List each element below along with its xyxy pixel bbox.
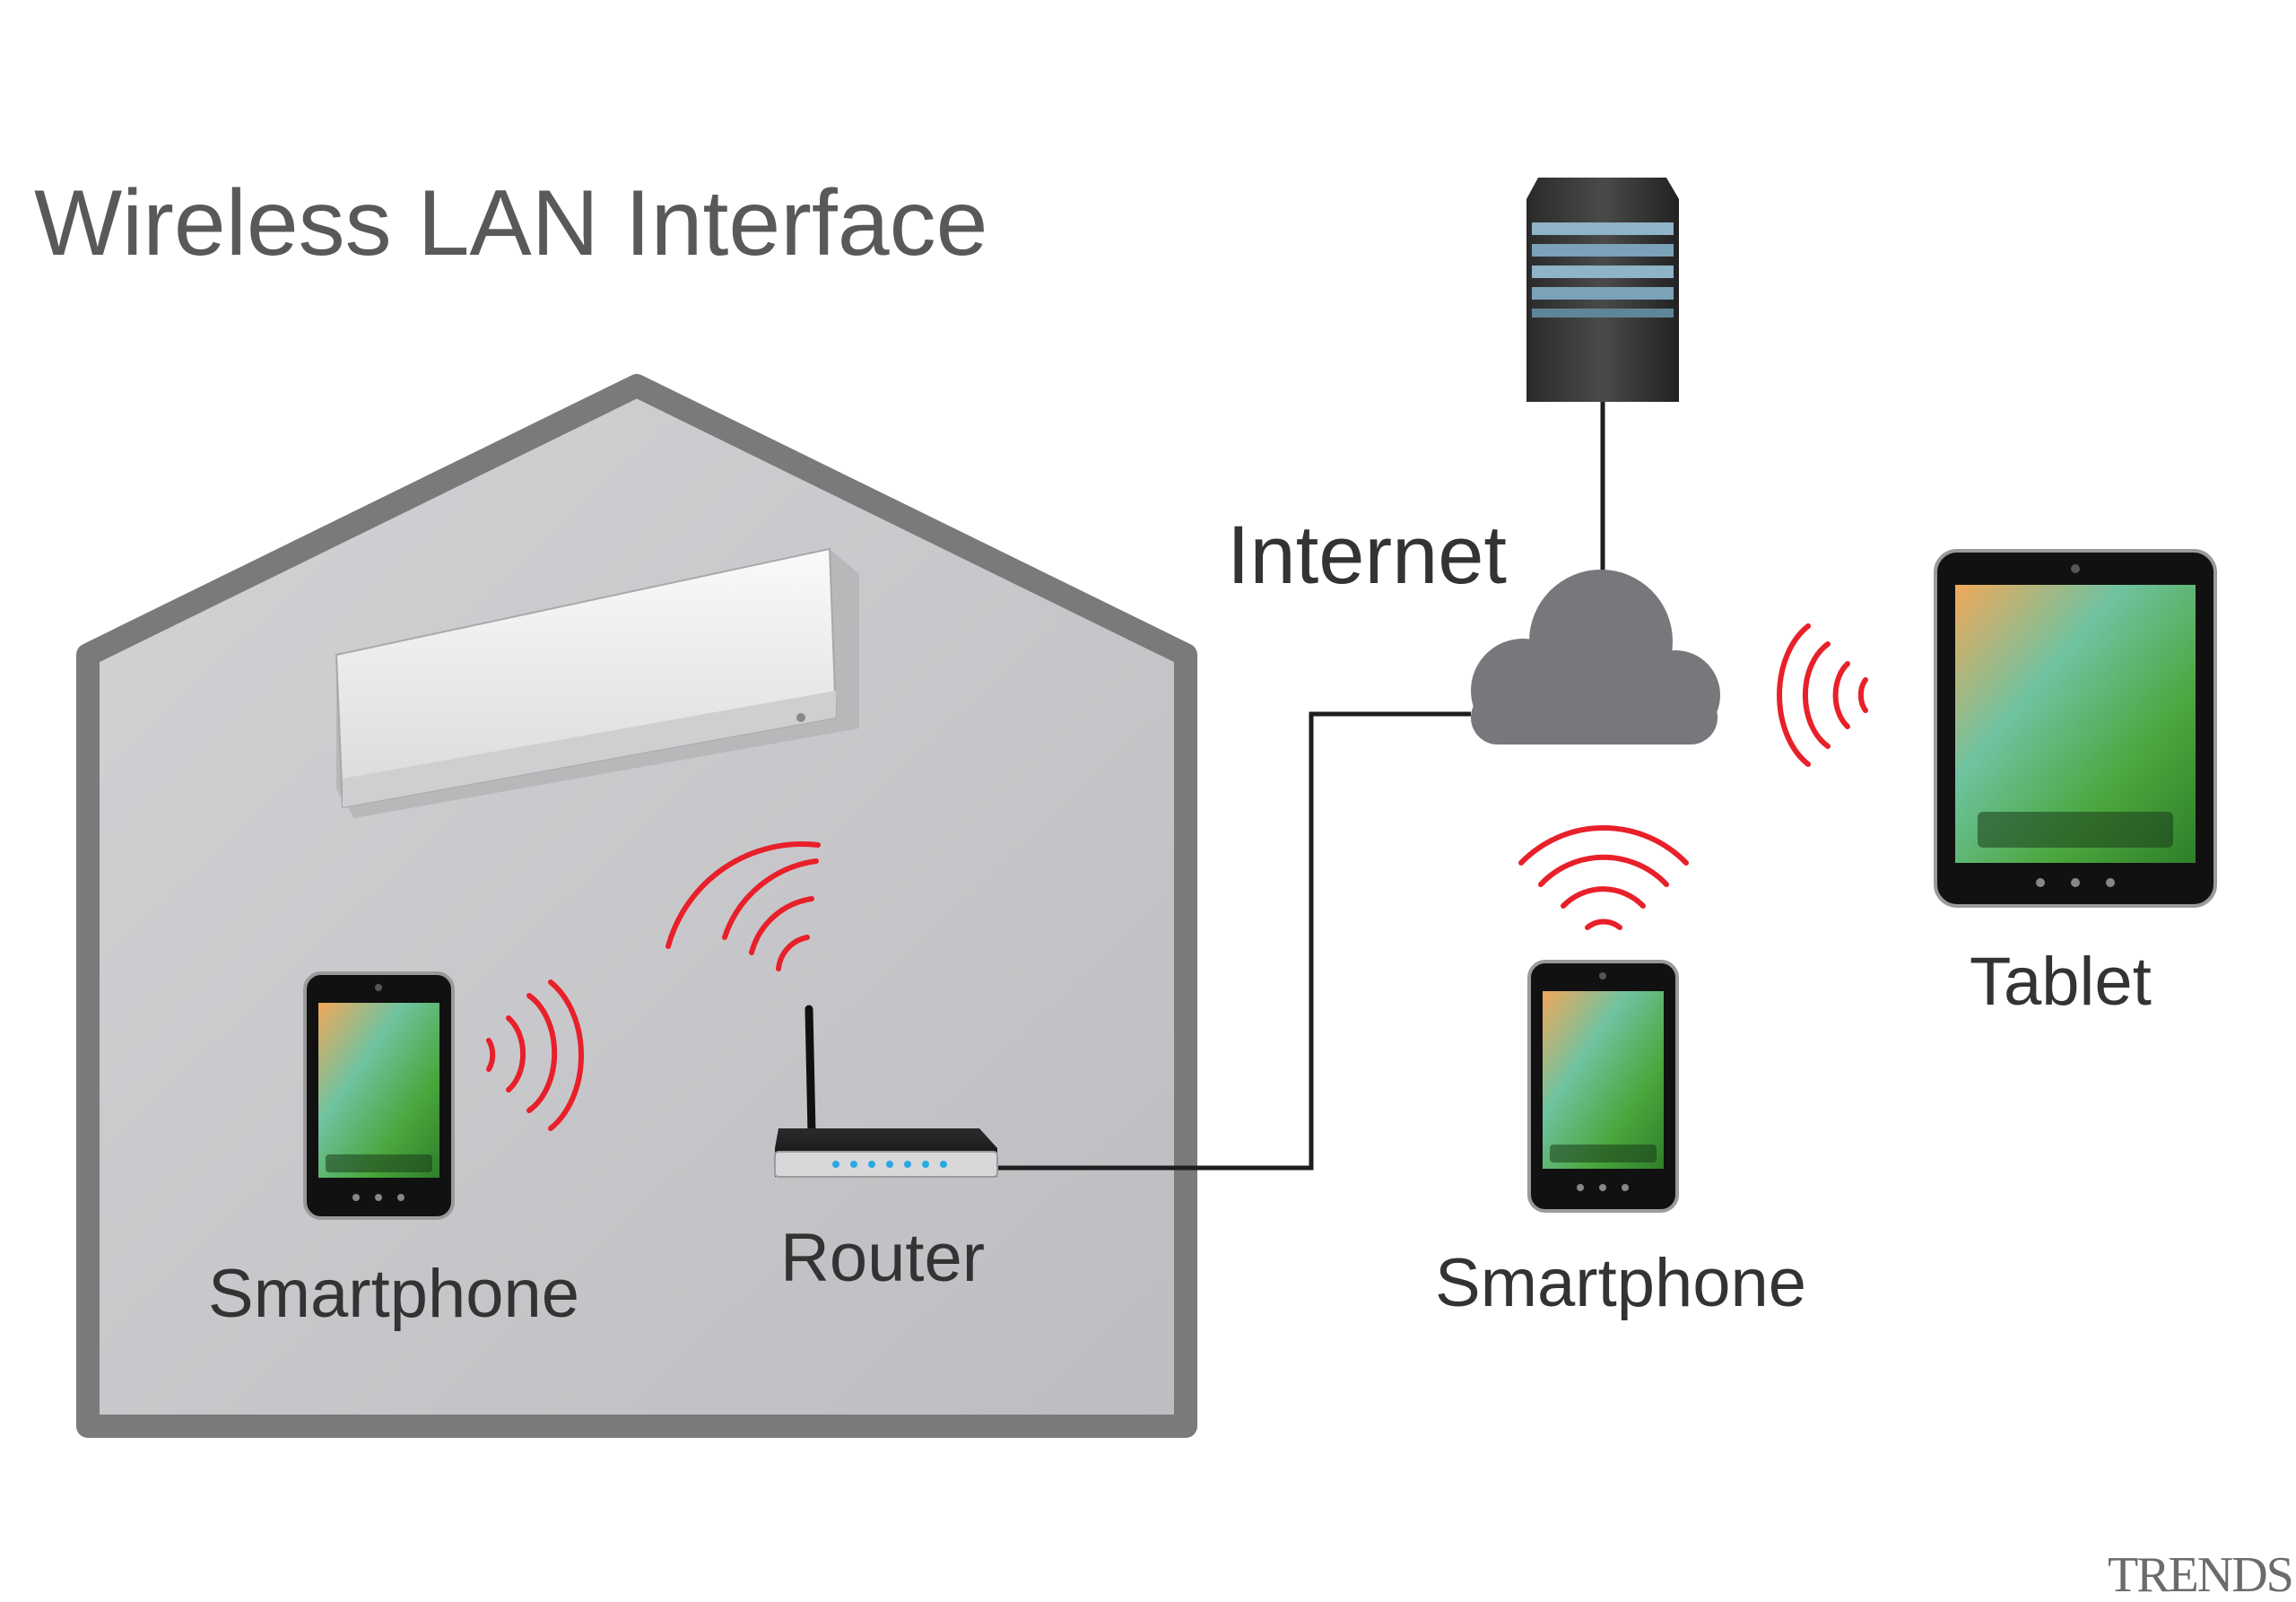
air-conditioner-icon bbox=[335, 547, 859, 818]
diagram-title: Wireless LAN Interface bbox=[34, 171, 987, 275]
home-smartphone-wifi-signal-icon bbox=[486, 979, 584, 1131]
internet-label: Internet bbox=[1227, 509, 1507, 601]
tablet-icon bbox=[1934, 549, 2217, 908]
tablet-label: Tablet bbox=[1970, 944, 2152, 1020]
home-smartphone-icon bbox=[303, 971, 455, 1220]
remote-smartphone-icon bbox=[1527, 960, 1679, 1213]
remote-smartphone-label: Smartphone bbox=[1435, 1245, 1806, 1321]
router-wifi-signal-icon bbox=[665, 841, 821, 971]
tablet-wifi-signal-icon bbox=[1777, 623, 1868, 767]
router-label: Router bbox=[780, 1220, 985, 1296]
network-connections bbox=[996, 402, 1605, 1171]
trends-watermark: TRENDS bbox=[2108, 1547, 2292, 1602]
server-icon bbox=[1526, 178, 1679, 402]
router-icon bbox=[774, 1005, 998, 1178]
home-smartphone-label: Smartphone bbox=[208, 1256, 579, 1332]
remote-smartphone-wifi-signal-icon bbox=[1518, 824, 1689, 930]
cloud-icon bbox=[1471, 570, 1720, 744]
